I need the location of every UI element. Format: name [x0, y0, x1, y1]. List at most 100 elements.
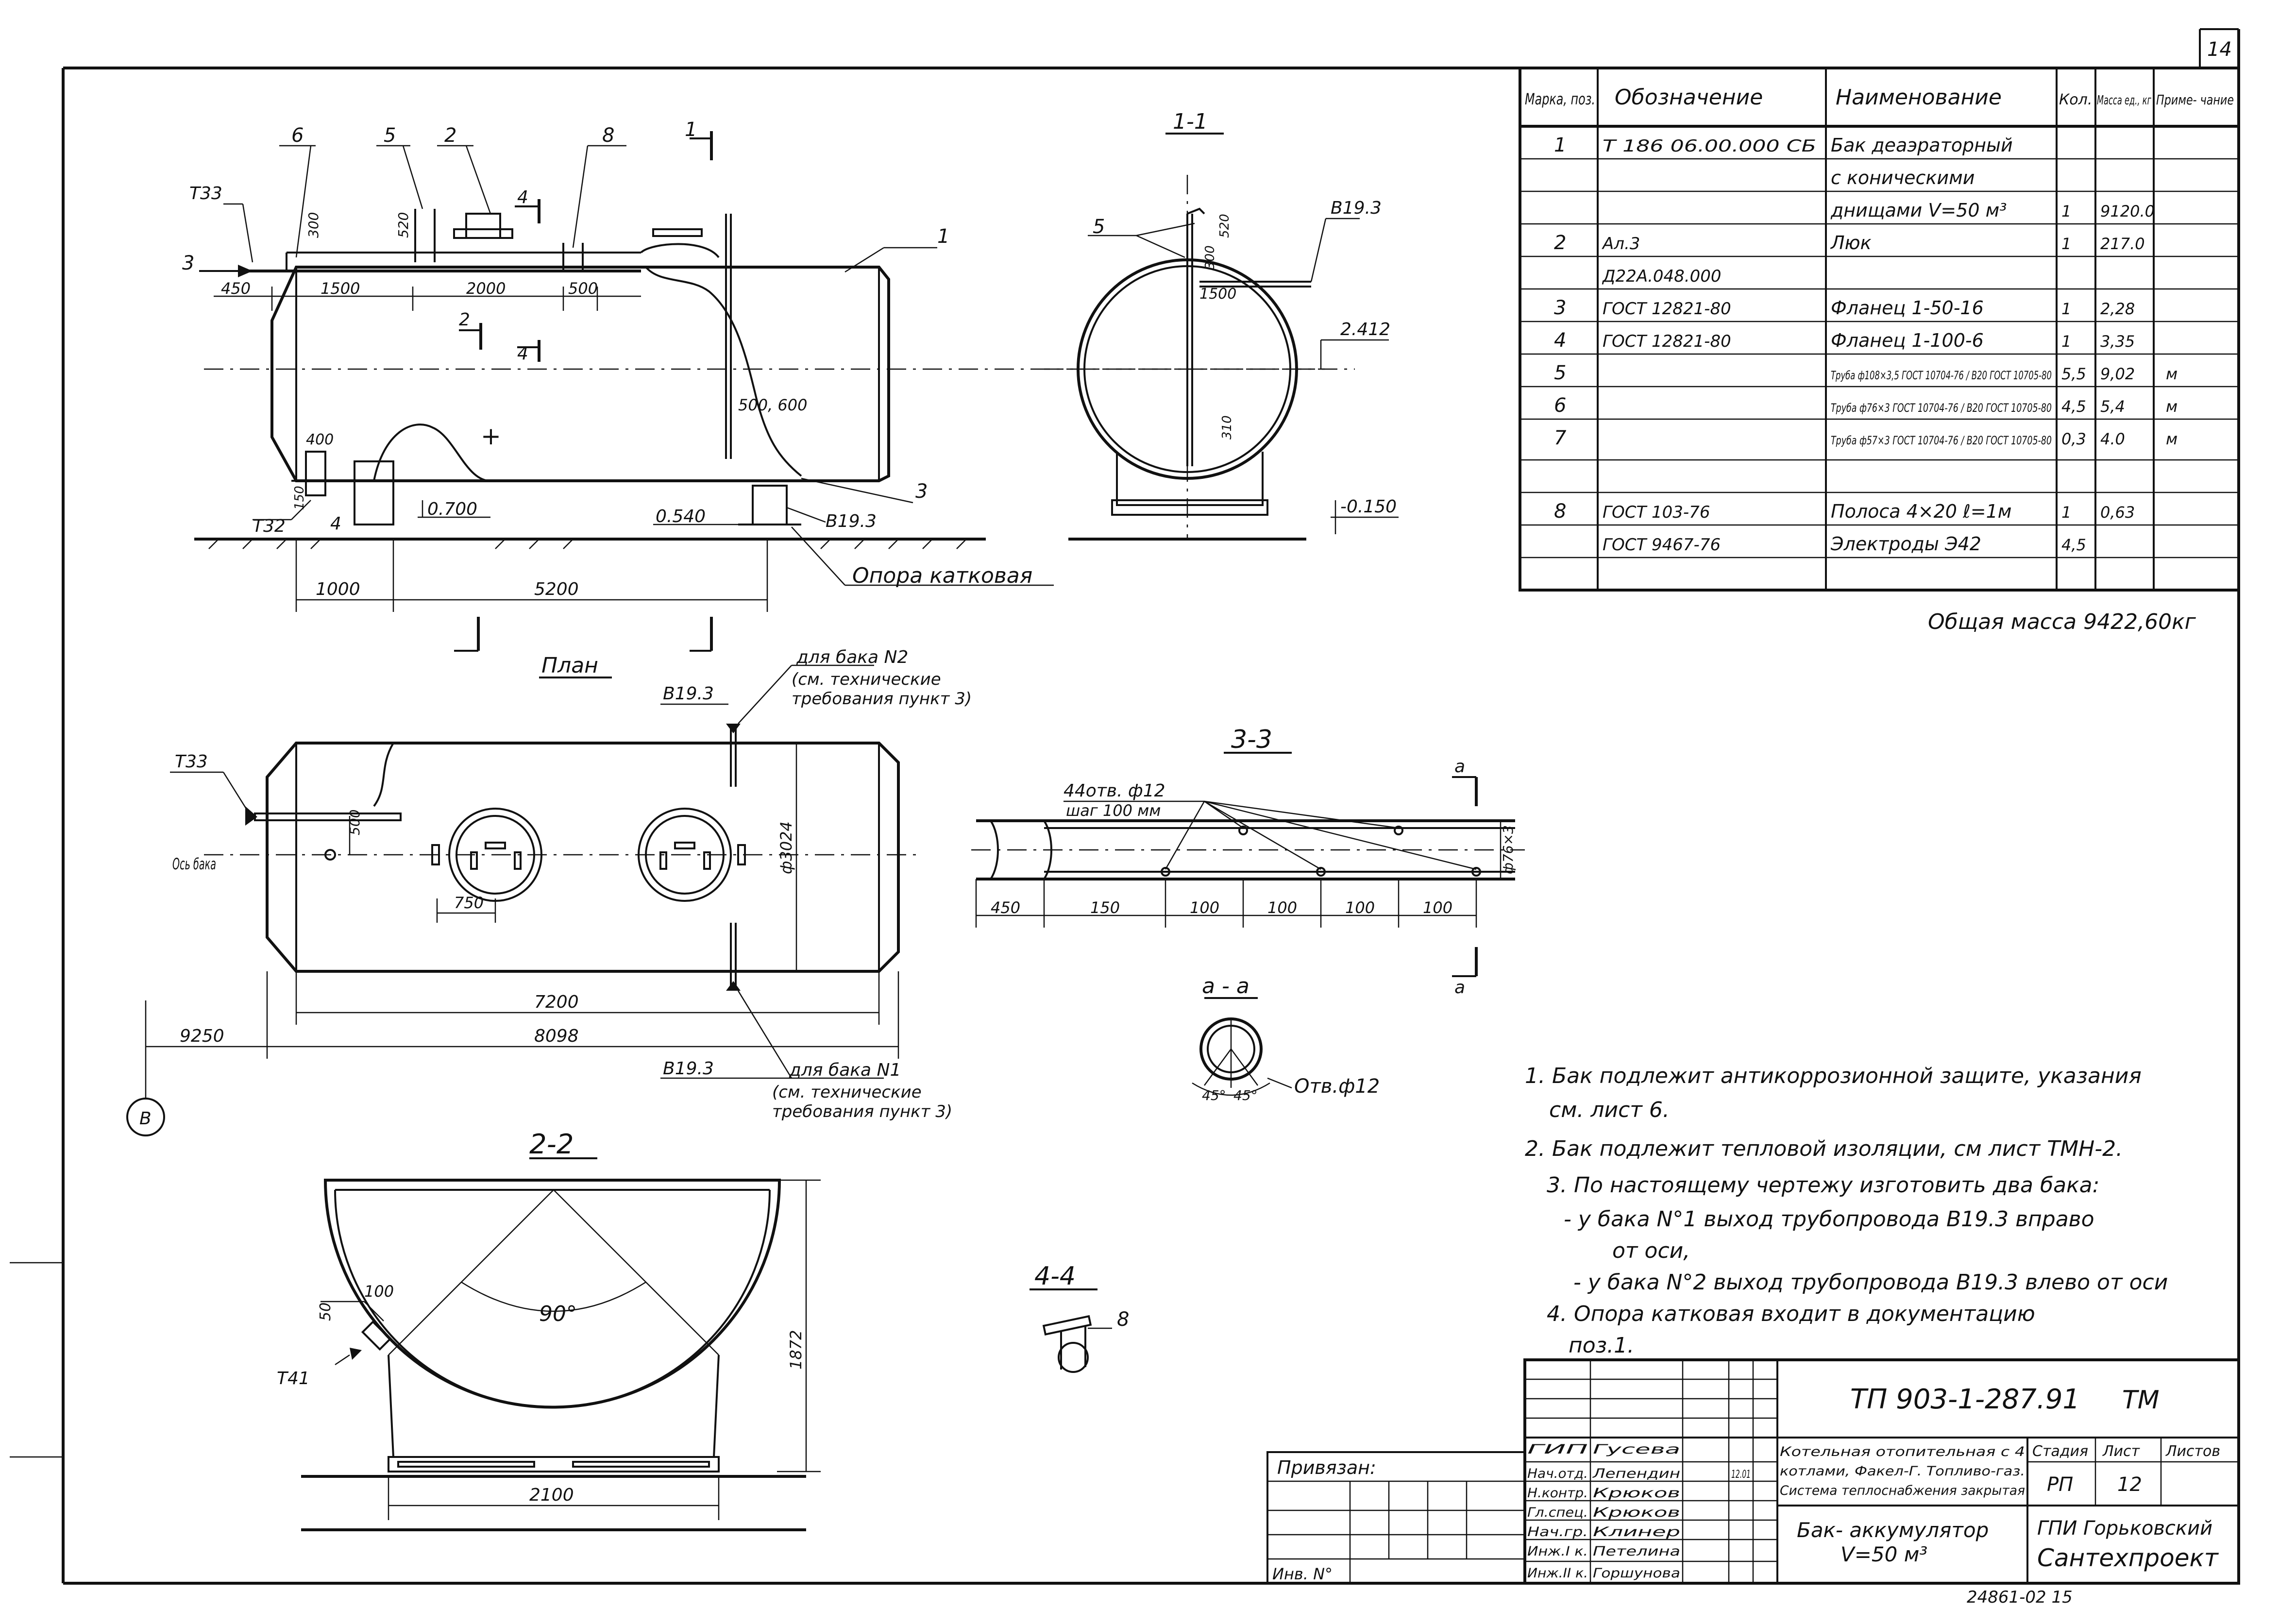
dim-450: 450 — [221, 279, 251, 298]
sheet-header: Лист — [2102, 1443, 2141, 1460]
plan-dim500: 500 — [347, 810, 363, 835]
plan-labels: План Т33 Ось бака В19.3 В19.3 для бака N… — [139, 647, 972, 1129]
signer-role: Инж.I к. — [1527, 1544, 1588, 1559]
s33-cut-top: а — [1454, 757, 1465, 777]
signer-name: Петелина — [1593, 1544, 1680, 1559]
note-line-7: 4. Опора катковая входит в документацию — [1547, 1302, 2035, 1326]
s22-d2100: 2100 — [529, 1485, 574, 1505]
marker-3: 3 — [915, 480, 928, 503]
level-0700: 0.700 — [427, 499, 477, 519]
dim-2000: 2000 — [466, 279, 506, 298]
cut-4-top: 4 — [517, 187, 528, 207]
saa-angle-right: 45° — [1233, 1087, 1258, 1103]
signer-name: Горшунова — [1593, 1566, 1680, 1581]
bom-cell-mass: 3,35 — [2100, 332, 2135, 351]
label-b193-main: В19.3 — [826, 511, 877, 531]
bom-cell-name: Электроды Э42 — [1830, 533, 1981, 555]
section-a-a-labels: а - а 45° 45° Отв.ф12 — [1202, 974, 1380, 1103]
plan-title: План — [541, 653, 598, 678]
desc-line-0: Котельная отопительная с 4 — [1780, 1444, 2025, 1459]
bom-cell-mass: 0,63 — [2100, 503, 2135, 522]
marker-6: 6 — [291, 124, 304, 147]
bom-cell-code: ГОСТ 9467-76 — [1603, 535, 1721, 555]
bom-cell-qty: 1 — [2061, 202, 2071, 220]
dim-500-600: 500, 600 — [738, 396, 808, 414]
plan-dim7200: 7200 — [534, 992, 579, 1012]
note-line-5: от оси, — [1612, 1238, 1690, 1263]
bom-cell-mass: 2,28 — [2100, 300, 2135, 318]
bom-cell-qty: 1 — [2061, 332, 2071, 351]
bom-cell-pos: 5 — [1554, 362, 1566, 384]
s11-dim520: 520 — [1217, 214, 1232, 238]
bom-header-name: Наименование — [1836, 85, 2002, 110]
desc-line-1: котлами, Факел-Г. Топливо-газ. — [1780, 1464, 2025, 1479]
bom-cell-qty: 4,5 — [2061, 536, 2086, 554]
tied-label: Привязан: — [1277, 1457, 1376, 1478]
bom-cell-name: с коническими — [1831, 167, 1975, 188]
sheet-value: 12 — [2117, 1473, 2142, 1496]
note-line-2: 2. Бак подлежит тепловой изоляции, см ли… — [1525, 1136, 2123, 1161]
dim-300: 300 — [305, 212, 321, 238]
bom-cell-code: ГОСТ 12821-80 — [1603, 332, 1731, 351]
plan-note-tank2: для бака N2 — [796, 647, 908, 667]
plan-note-tank1: для бака N1 — [789, 1060, 901, 1080]
plan-note-tank1-sub1: (см. технические — [772, 1083, 922, 1102]
org-line-1: ГПИ Горьковский — [2037, 1517, 2212, 1540]
plan-view — [126, 664, 923, 1136]
saa-angle-left: 45° — [1202, 1087, 1226, 1103]
bom-cell-pos: 6 — [1554, 394, 1566, 417]
s22-d50: 50 — [317, 1303, 334, 1321]
s33-dim1: 150 — [1090, 898, 1120, 917]
bom-cell-code: ГОСТ 103-76 — [1603, 503, 1710, 522]
bom-header: Марка, поз. Обозначение Наименование Кол… — [1525, 85, 2234, 110]
s11-b193: В19.3 — [1331, 198, 1382, 218]
plan-note-tank2-sub2: требования пункт 3) — [792, 689, 972, 709]
note-line-1: см. лист 6. — [1549, 1098, 1670, 1122]
dim-150: 150 — [292, 486, 307, 510]
bom-table-grid — [1519, 67, 2240, 592]
bom-cell-pos: 7 — [1554, 427, 1567, 449]
section-4-4 — [1030, 1288, 1112, 1373]
section-3-3-labels: 3-3 44отв. ф12 шаг 100 мм ф76×3 а а 450 … — [991, 725, 1516, 998]
inv-label: Инв. N° — [1272, 1565, 1333, 1583]
section-4-4-title: 4-4 — [1034, 1262, 1076, 1291]
s33-pipe: ф76×3 — [1500, 825, 1516, 874]
s22-d100: 100 — [364, 1282, 394, 1301]
bom-cell-pos: 8 — [1554, 500, 1566, 523]
s33-cut-bot: а — [1454, 978, 1465, 998]
sheets-header: Листов — [2165, 1443, 2220, 1460]
note-line-4: - у бака N°1 выход трубопровода В19.3 вп… — [1564, 1207, 2094, 1232]
s22-angle: 90° — [539, 1302, 577, 1326]
s11-dim300: 300 — [1203, 245, 1217, 270]
section-a-a-title: а - а — [1202, 974, 1249, 999]
plan-dim8098: 8098 — [534, 1026, 579, 1046]
bom-cell-name: Труба ф76×3 ГОСТ 10704-76 / В20 ГОСТ 107… — [1831, 401, 2052, 415]
bom-cell-mass: 4.0 — [2100, 430, 2125, 448]
plan-note-tank2-sub1: (см. технические — [792, 670, 941, 689]
bom-cell-mass: 9120.0 — [2100, 202, 2155, 220]
bom-cell-name: Бак деаэраторный — [1831, 135, 2013, 156]
plan-b193-top: В19.3 — [663, 684, 714, 704]
bom-cell-pos: 1 — [1554, 134, 1566, 156]
bom-cell-mass: 5,4 — [2100, 397, 2125, 416]
bom-cell-name: Люк — [1830, 232, 1872, 254]
object-name-2: V=50 м³ — [1840, 1542, 1927, 1566]
section-1-1-labels: 1-1 5 В19.3 1500 520 300 310 — [1093, 109, 1382, 440]
bom-cell-name: днищами V=50 м³ — [1830, 200, 2007, 221]
s11-dim1500: 1500 — [1199, 286, 1236, 303]
cut-4-mid: 4 — [517, 344, 528, 364]
bom-cell-name: Фланец 1-100-6 — [1831, 330, 1984, 351]
signer-role: Нач.отд. — [1527, 1466, 1588, 1481]
plan-axis-b: В — [139, 1109, 152, 1129]
s44-label: 8 — [1117, 1308, 1129, 1331]
level-m0150: -0.150 — [1340, 497, 1397, 517]
bom-cell-qty: 1 — [2061, 300, 2071, 318]
level-0540: 0.540 — [656, 507, 706, 526]
plan-b193-bot: В19.3 — [663, 1059, 714, 1079]
bom-cell-qty: 1 — [2061, 235, 2071, 253]
bom-cell-pos: 2 — [1554, 232, 1566, 254]
section-1-1 — [1044, 133, 1360, 541]
main-view: + — [194, 131, 1399, 652]
